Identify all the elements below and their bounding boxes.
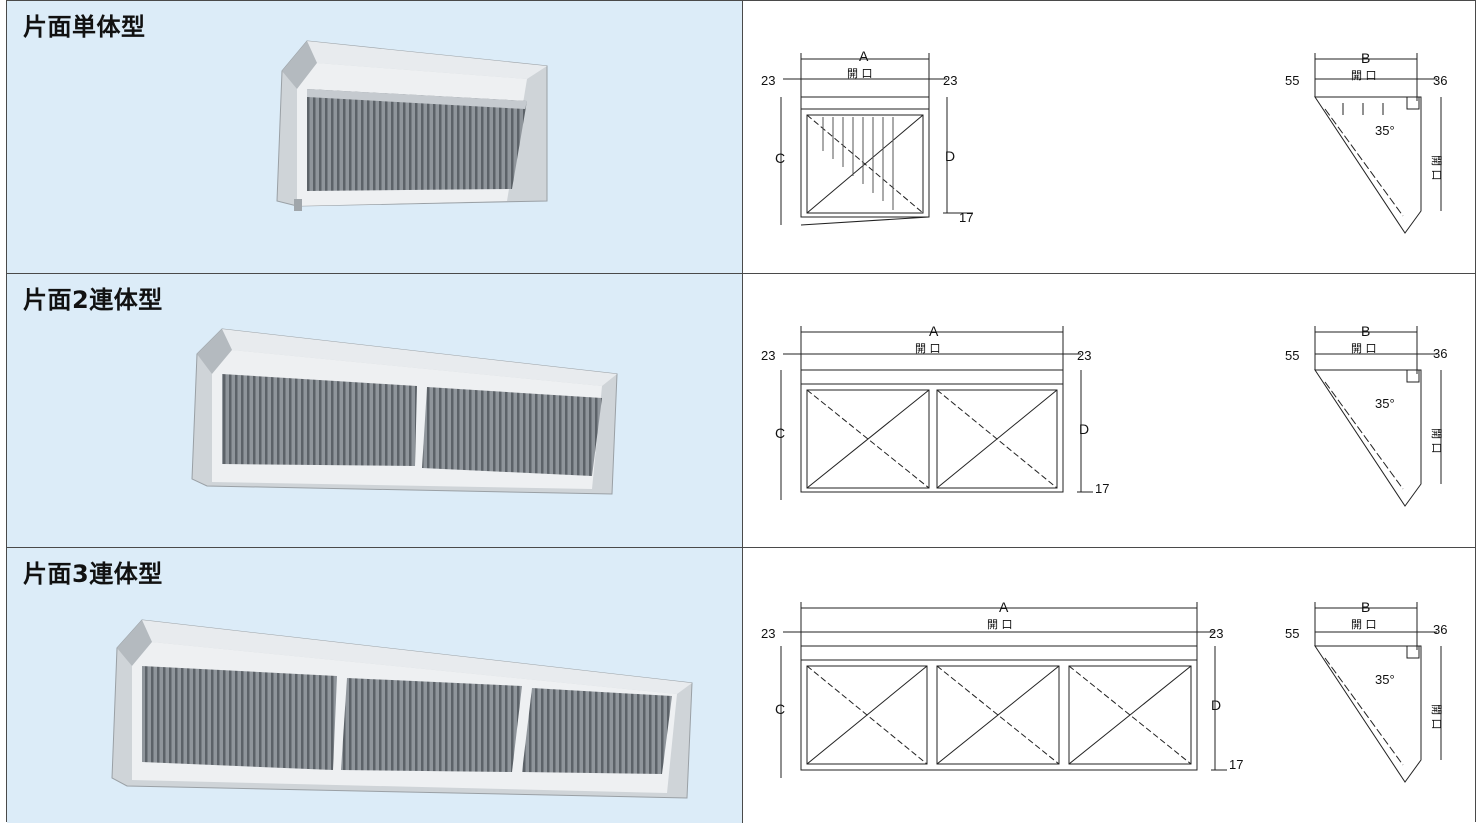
side-right-label: 36 — [1433, 73, 1447, 88]
dim-opening-label: 開 口 — [847, 67, 873, 80]
dim-A-label: A — [999, 599, 1009, 615]
side-v-opening-label: 開 口 — [1430, 155, 1443, 181]
drawing-single: A 開 口 23 23 C D 17 B 開 口 55 36 35° 開 口 — [761, 48, 1447, 234]
hood-photo-triple — [111, 619, 693, 799]
product-title: 片面単体型 — [23, 13, 146, 41]
side-v-opening-label: 開 口 — [1430, 704, 1443, 730]
side-opening-label: 開 口 — [1351, 342, 1377, 355]
hood-photo-single — [276, 40, 548, 211]
dim-C-label: C — [775, 425, 785, 441]
dim-B-label: B — [1361, 599, 1370, 615]
side-opening-label: 開 口 — [1351, 618, 1377, 631]
product-table: 片面単体型 — [6, 0, 1476, 823]
dim-right-label: 23 — [943, 73, 957, 88]
dim-opening-label: 開 口 — [915, 342, 941, 355]
dim-B-label: B — [1361, 323, 1370, 339]
table-row: 片面3連体型 — [7, 547, 1475, 823]
drawing-cell: A 開 口 23 23 C D 17 B 開 口 55 36 35° 開 口 — [743, 548, 1475, 823]
side-left-label: 55 — [1285, 626, 1299, 641]
front-view-outline — [800, 96, 930, 218]
side-right-label: 36 — [1433, 346, 1447, 361]
drawing-cell: A 開 口 23 23 C D 17 B 開 口 55 36 35° 開 口 — [743, 1, 1475, 273]
table-row: 片面2連体型 — [7, 273, 1475, 547]
product-title: 片面2連体型 — [23, 286, 163, 314]
angle-label: 35° — [1375, 672, 1395, 687]
side-right-label: 36 — [1433, 622, 1447, 637]
dim-bottom-label: 17 — [1229, 757, 1243, 772]
side-opening-label: 開 口 — [1351, 69, 1377, 82]
side-left-label: 55 — [1285, 73, 1299, 88]
product-photo-cell: 片面単体型 — [7, 1, 743, 273]
side-left-label: 55 — [1285, 348, 1299, 363]
angle-label: 35° — [1375, 123, 1395, 138]
product-title: 片面3連体型 — [23, 560, 163, 588]
drawing-double: A 開 口 23 23 C D 17 B 開 口 55 36 35° 開 口 — [761, 323, 1447, 507]
dim-bottom-label: 17 — [1095, 481, 1109, 496]
dim-right-label: 23 — [1077, 348, 1091, 363]
drawing-triple: A 開 口 23 23 C D 17 B 開 口 55 36 35° 開 口 — [761, 599, 1447, 783]
dim-A-label: A — [859, 48, 869, 64]
side-v-opening-label: 開 口 — [1430, 428, 1443, 454]
dim-C-label: C — [775, 701, 785, 717]
dim-bottom-label: 17 — [959, 210, 973, 225]
product-photo-cell: 片面3連体型 — [7, 548, 743, 823]
dim-A-label: A — [929, 323, 939, 339]
dim-left-label: 23 — [761, 626, 775, 641]
dim-D-label: D — [1079, 421, 1089, 437]
dim-right-label: 23 — [1209, 626, 1223, 641]
dim-D-label: D — [1211, 697, 1221, 713]
angle-label: 35° — [1375, 396, 1395, 411]
dim-B-label: B — [1361, 50, 1370, 66]
hood-photo-double — [191, 328, 618, 495]
dim-left-label: 23 — [761, 348, 775, 363]
dim-C-label: C — [775, 150, 785, 166]
dim-left-label: 23 — [761, 73, 775, 88]
dim-opening-label: 開 口 — [987, 618, 1013, 631]
dim-D-label: D — [945, 148, 955, 164]
table-row: 片面単体型 — [7, 1, 1475, 273]
product-photo-cell: 片面2連体型 — [7, 274, 743, 547]
drawing-cell: A 開 口 23 23 C D 17 B 開 口 55 36 35° 開 口 — [743, 274, 1475, 547]
